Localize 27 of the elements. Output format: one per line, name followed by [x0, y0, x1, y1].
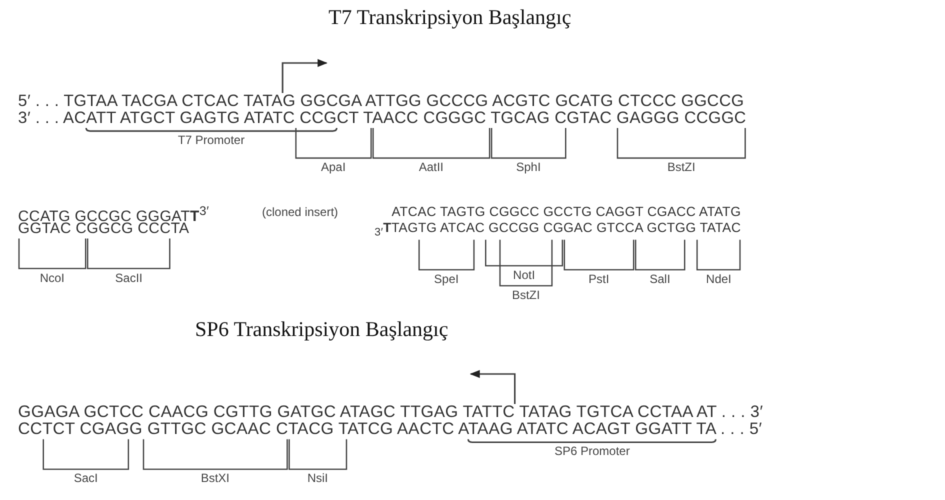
dna-sequence: GGTAC CGGCG CCCTA [18, 221, 190, 238]
site-label: SalI [650, 272, 670, 286]
promoter-label: T7 Promoter [178, 134, 245, 148]
site-label: SpeI [434, 272, 459, 286]
site-label: PstI [588, 272, 610, 286]
dna-sequence: 3′ . . . ACATT ATGCT GAGTG ATATC CCGCT TAACC CGGGC TGCAG CGTAC GAGGG CCGGC [18, 109, 746, 128]
insert-label: (cloned insert) [262, 206, 338, 220]
site-label: NcoI [40, 272, 64, 285]
site-label: SphI [516, 161, 541, 174]
site-label: BstXI [200, 472, 230, 486]
site-label: BstZI [667, 161, 696, 174]
dna-sequence: ATCAC TAGTG CGGCC GCCTG CAGGT CGACC ATATG [392, 205, 741, 220]
heading: T7 Transkripsiyon Başlangıç [328, 6, 572, 30]
heading: SP6 Transkripsiyon Başlangıç [195, 318, 448, 342]
site-label: AatII [418, 161, 444, 174]
site-label: BstZI [512, 288, 540, 302]
site-label: NdeI [706, 272, 732, 286]
site-label: NotI [513, 268, 536, 282]
site-label: SacII [115, 272, 143, 285]
dna-sequence: GGAGA GCTCC CAACG CGTTG GATGC ATAGC TTGAG TATTC TATAG TGTCA CCTAA AT . . . 3′ [18, 403, 764, 422]
site-label: NsiI [307, 472, 328, 486]
dna-sequence: $_{3′}$TTAGTG ATCAC GCCGG CGGAC GTCCA GCTGG TATAC [374, 221, 741, 239]
promoter-label: SP6 Promoter [554, 445, 630, 458]
site-label: ApaI [321, 161, 346, 174]
dna-sequence: CCTCT CGAGG GTTGC GCAAC CTACG TATCG AACTC ATAAG ATATC ACAGT GGATT TA . . . 5′ [18, 420, 762, 438]
site-label: SacI [74, 472, 98, 486]
dna-sequence: 5′ . . . TGTAA TACGA CTCAC TATAG GGCGA ATTGG GCCCG ACGTC GCATG CTCCC GGCCG [18, 92, 744, 110]
